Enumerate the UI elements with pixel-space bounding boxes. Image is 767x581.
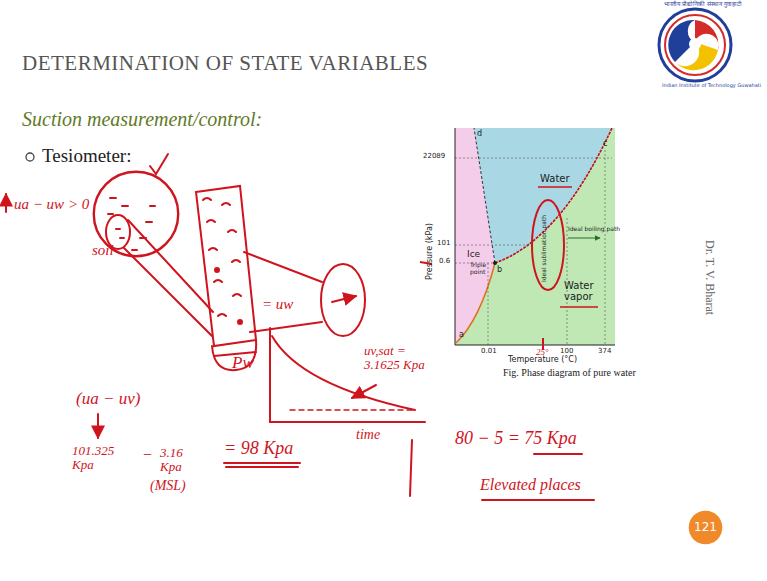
- point-label: Triple point: [470, 262, 496, 275]
- axis-label: Temperature (°C): [508, 356, 577, 365]
- tensiometer-sketch: [6, 154, 594, 500]
- bullet: [26, 153, 34, 161]
- axis-label: 0.01: [481, 348, 497, 356]
- region-label: Water: [540, 173, 570, 184]
- axis-label: Pressure (kPa): [426, 223, 435, 280]
- curve-letter: b: [497, 266, 502, 275]
- region-label: Ice: [467, 250, 480, 260]
- institute-logo: [659, 9, 731, 81]
- handwritten-note: time: [356, 427, 380, 442]
- path-label: Ideal sublimation path: [541, 215, 548, 282]
- logo-text: Indian Institute of Technology Guwahati: [662, 83, 761, 89]
- node-shape: [689, 511, 723, 545]
- handwritten-note: 80 − 5 = 75 Kpa: [455, 429, 577, 449]
- node-text: soil: [92, 242, 114, 259]
- axis-label: 100: [560, 348, 573, 356]
- phase-diagram: [420, 128, 615, 350]
- handwritten-note: (ua − uv): [76, 390, 140, 409]
- handwritten-note: 101.325 Kpa: [72, 444, 126, 473]
- handwritten-note: 3.16 Kpa: [160, 446, 202, 475]
- handwritten-note: ua − uw > 0: [14, 196, 89, 213]
- page-number: 121: [688, 510, 723, 545]
- path-label: Ideal boiling path: [568, 226, 620, 233]
- slide-title: DETERMINATION OF STATE VARIABLES: [22, 52, 428, 75]
- logo-text: भारतीय प्रौद्योगिकी संस्थान गुवाहाटी: [664, 1, 742, 8]
- handwritten-note: Elevated places: [480, 476, 581, 494]
- axis-label: 374: [598, 348, 611, 356]
- region-label: Water vapor: [564, 280, 602, 302]
- author-name: Dr. T. V. Bharat: [703, 240, 716, 315]
- bullet-text: Tesiometer:: [42, 146, 131, 167]
- axis-label: 0.6: [439, 258, 450, 266]
- handwritten-note: = uw: [262, 296, 293, 313]
- handwritten-note: (MSL): [150, 478, 186, 493]
- axis-label: 101: [437, 240, 450, 248]
- handwritten-note: 25°: [536, 348, 549, 358]
- figure-caption: Fig. Phase diagram of pure water: [503, 367, 636, 378]
- handwritten-note: = 98 Kpa: [224, 439, 293, 459]
- handwritten-note: uv,sat = 3.1625 Kpa: [364, 344, 440, 373]
- curve-letter: a: [459, 331, 464, 340]
- handwritten-note: Pw: [232, 354, 254, 373]
- axis-label: 22089: [423, 153, 445, 161]
- node-text: 121: [694, 521, 717, 534]
- soil-circle: soil: [92, 170, 180, 258]
- curve-letter: c: [603, 140, 607, 149]
- subheading: Suction measurement/control:: [22, 108, 262, 130]
- handwritten-note: −: [142, 446, 153, 464]
- curve-letter: d: [477, 130, 482, 139]
